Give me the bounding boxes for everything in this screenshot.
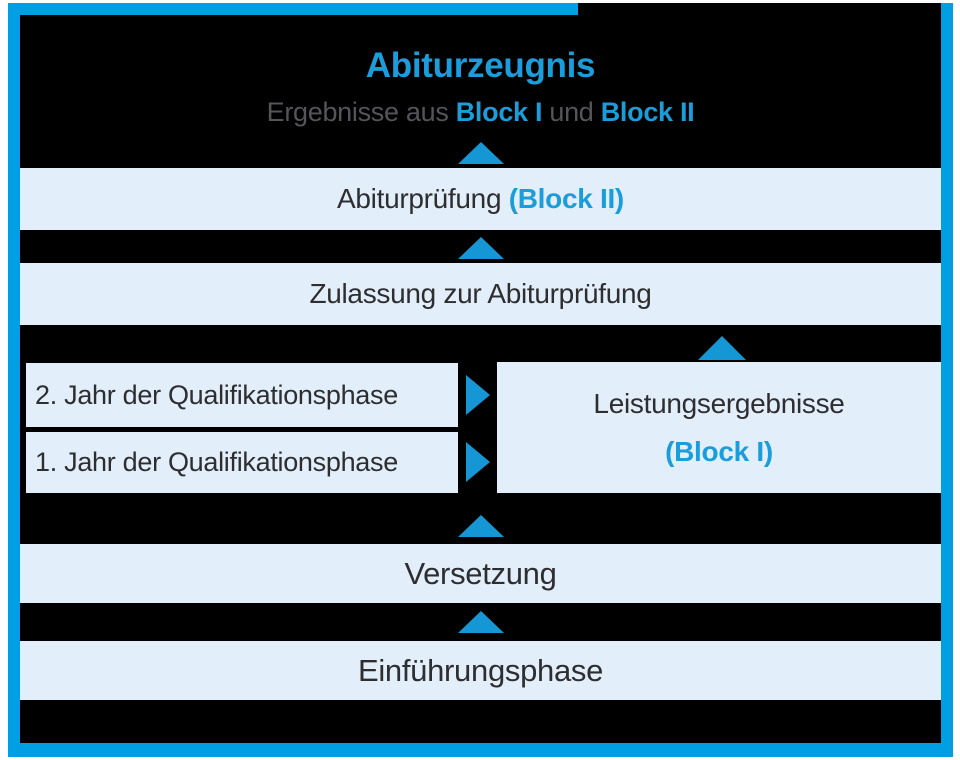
zulassung-label: Zulassung zur Abiturprüfung <box>309 278 652 309</box>
stage-qualifikationsphase-jahr2: 2. Jahr der Qualifikationsphase <box>26 363 458 427</box>
subtitle-text-part1: Ergebnisse aus <box>266 97 456 127</box>
qualifikationsphase-jahr1-label: 1. Jahr der Qualifikationsphase <box>35 447 398 477</box>
leistungsergebnisse-label: Leistungsergebnisse <box>593 387 845 419</box>
frame-border-bottom <box>8 743 953 757</box>
qualifikationsphase-jahr2-label: 2. Jahr der Qualifikationsphase <box>35 379 398 410</box>
subtitle-block2-label: Block II <box>600 97 695 127</box>
frame-border-left <box>8 3 20 757</box>
abiturpruefung-label: Abiturprüfung <box>337 183 509 214</box>
leistungsergebnisse-block1-label: (Block I) <box>665 435 773 467</box>
up-arrow-icon <box>458 515 504 537</box>
up-arrow-icon <box>458 237 504 259</box>
abiturpruefung-block2-label: (Block II) <box>508 183 625 214</box>
up-arrow-icon <box>458 611 504 633</box>
stage-abiturpruefung: Abiturprüfung (Block II) <box>20 168 941 230</box>
versetzung-label: Versetzung <box>404 555 557 591</box>
frame-border-top <box>8 3 578 15</box>
frame-border-right <box>941 3 953 757</box>
right-arrow-icon <box>466 442 490 482</box>
up-arrow-icon <box>698 336 746 360</box>
einfuehrungsphase-label: Einführungsphase <box>357 652 604 688</box>
stage-versetzung: Versetzung <box>20 544 941 603</box>
subtitle-block1-label: Block I <box>455 97 543 127</box>
subtitle-text-part2: und <box>542 97 601 127</box>
diagram-title: Abiturzeugnis <box>365 46 596 85</box>
stage-qualifikationsphase-jahr1: 1. Jahr der Qualifikationsphase <box>26 432 458 493</box>
right-arrow-icon <box>466 375 490 415</box>
stage-leistungsergebnisse: Leistungsergebnisse (Block I) <box>497 362 941 493</box>
diagram-subtitle: Ergebnisse aus Block I und Block II <box>20 97 941 128</box>
stage-abiturpruefung-line: Abiturprüfung (Block II) <box>337 183 624 215</box>
stage-zulassung: Zulassung zur Abiturprüfung <box>20 263 941 325</box>
stage-einfuehrungsphase: Einführungsphase <box>20 641 941 700</box>
up-arrow-icon <box>458 142 504 164</box>
